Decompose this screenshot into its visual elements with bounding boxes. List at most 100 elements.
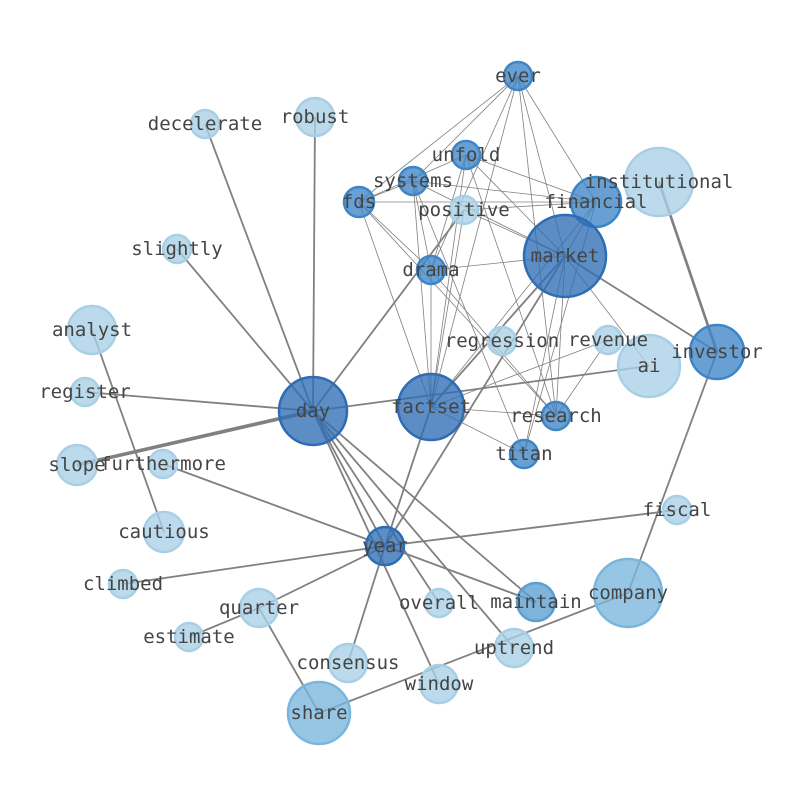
node-label-uptrend: uptrend bbox=[474, 637, 554, 659]
edge-systems-factset bbox=[412, 180, 432, 408]
node-label-institutional: institutional bbox=[585, 171, 734, 193]
node-label-window: window bbox=[405, 673, 474, 695]
edge-fds-research bbox=[358, 201, 557, 417]
node-label-consensus: consensus bbox=[297, 652, 400, 674]
edge-day-decelerate bbox=[204, 123, 314, 412]
node-share[interactable] bbox=[286, 680, 352, 746]
node-factset[interactable] bbox=[396, 372, 466, 442]
node-label-financial: financial bbox=[545, 191, 648, 213]
edge-ever-systems bbox=[412, 75, 519, 182]
node-regression[interactable] bbox=[486, 325, 518, 357]
node-label-regression: regression bbox=[445, 330, 559, 352]
edge-positive-day bbox=[312, 209, 465, 412]
node-label-climbed: climbed bbox=[83, 573, 163, 595]
node-ai[interactable] bbox=[616, 333, 682, 399]
edge-ever-fds bbox=[358, 75, 519, 203]
node-uptrend[interactable] bbox=[493, 627, 535, 669]
node-slope[interactable] bbox=[55, 443, 99, 487]
node-label-slightly: slightly bbox=[131, 238, 223, 260]
node-fds[interactable] bbox=[342, 185, 376, 219]
node-furthermore[interactable] bbox=[147, 448, 179, 480]
node-positive[interactable] bbox=[448, 194, 480, 226]
node-ever[interactable] bbox=[502, 60, 534, 92]
node-label-register: register bbox=[39, 381, 131, 403]
node-label-quarter: quarter bbox=[219, 597, 299, 619]
node-label-fiscal: fiscal bbox=[643, 499, 712, 521]
node-financial[interactable] bbox=[569, 175, 623, 229]
node-quarter[interactable] bbox=[238, 587, 280, 629]
node-label-analyst: analyst bbox=[52, 319, 132, 341]
edge-fds-factset bbox=[358, 201, 432, 408]
node-maintain[interactable] bbox=[515, 581, 557, 623]
node-label-company: company bbox=[588, 582, 668, 604]
node-titan[interactable] bbox=[508, 438, 540, 470]
node-label-slope: slope bbox=[48, 454, 105, 476]
nodes-layer bbox=[55, 60, 746, 746]
node-label-year: year bbox=[362, 535, 408, 557]
node-consensus[interactable] bbox=[327, 642, 369, 684]
node-institutional[interactable] bbox=[623, 146, 695, 218]
edge-year-maintain bbox=[384, 545, 537, 603]
node-overall[interactable] bbox=[423, 587, 455, 619]
node-decelerate[interactable] bbox=[189, 108, 221, 140]
node-market[interactable] bbox=[522, 213, 608, 299]
node-label-overall: overall bbox=[399, 592, 479, 614]
edge-year-quarter bbox=[258, 545, 386, 609]
edge-investor-company bbox=[627, 351, 718, 594]
edge-day-overall bbox=[312, 410, 440, 604]
node-label-positive: positive bbox=[418, 199, 510, 221]
node-label-decelerate: decelerate bbox=[148, 113, 262, 135]
node-label-robust: robust bbox=[281, 106, 350, 128]
node-register[interactable] bbox=[69, 376, 101, 408]
node-estimate[interactable] bbox=[173, 621, 205, 653]
node-analyst[interactable] bbox=[66, 304, 118, 356]
edge-analyst-cautious bbox=[91, 329, 165, 533]
edge-ai-day bbox=[312, 365, 650, 412]
node-label-estimate: estimate bbox=[143, 626, 235, 648]
edge-ever-drama bbox=[430, 75, 519, 271]
node-robust[interactable] bbox=[294, 96, 336, 138]
node-year[interactable] bbox=[364, 525, 406, 567]
edge-day-register bbox=[84, 391, 314, 412]
edge-day-maintain bbox=[312, 410, 537, 603]
edge-day-uptrend bbox=[312, 410, 515, 649]
edge-revenue-research bbox=[555, 339, 609, 417]
node-systems[interactable] bbox=[397, 165, 429, 197]
edges-layer bbox=[76, 75, 719, 714]
edge-systems-titan bbox=[412, 180, 525, 455]
node-investor[interactable] bbox=[688, 323, 746, 381]
node-fiscal[interactable] bbox=[661, 494, 693, 526]
node-cautious[interactable] bbox=[142, 510, 186, 554]
edge-ever-factset bbox=[430, 75, 519, 408]
edge-year-consensus bbox=[347, 545, 386, 664]
node-label-market: market bbox=[531, 245, 600, 267]
node-window[interactable] bbox=[418, 663, 460, 705]
node-label-drama: drama bbox=[402, 259, 459, 281]
node-day[interactable] bbox=[277, 375, 349, 447]
node-label-ai: ai bbox=[638, 355, 661, 377]
edge-year-fiscal bbox=[384, 509, 678, 547]
node-drama[interactable] bbox=[415, 254, 447, 286]
edge-company-share bbox=[318, 592, 629, 714]
node-research[interactable] bbox=[540, 400, 572, 432]
edge-unfold-drama bbox=[430, 154, 467, 271]
edge-day-slightly bbox=[176, 248, 314, 412]
node-revenue[interactable] bbox=[592, 324, 624, 356]
node-label-furthermore: furthermore bbox=[100, 453, 226, 475]
node-label-systems: systems bbox=[373, 170, 453, 192]
edge-fds-drama bbox=[358, 201, 432, 271]
node-label-maintain: maintain bbox=[490, 591, 582, 613]
node-label-investor: investor bbox=[671, 341, 763, 363]
node-label-cautious: cautious bbox=[118, 521, 210, 543]
edge-year-climbed bbox=[122, 545, 386, 585]
node-label-fds: fds bbox=[342, 191, 376, 213]
node-slightly[interactable] bbox=[161, 233, 193, 265]
node-label-titan: titan bbox=[495, 443, 552, 465]
node-company[interactable] bbox=[592, 557, 664, 629]
node-climbed[interactable] bbox=[107, 568, 139, 600]
node-unfold[interactable] bbox=[450, 139, 482, 171]
edge-year-furthermore bbox=[162, 463, 386, 547]
